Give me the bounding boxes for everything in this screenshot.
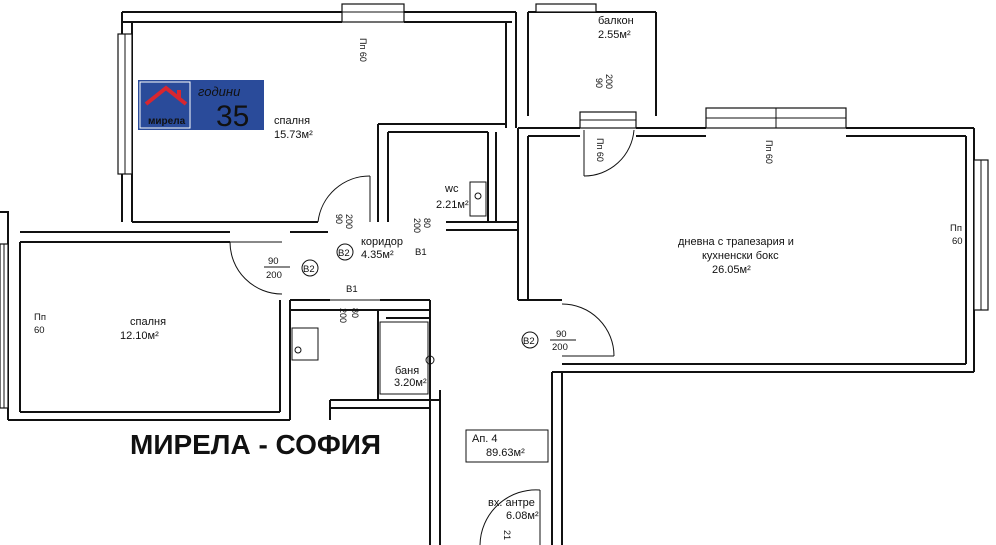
door-width-living: 90 [556,329,567,340]
door-type-circle-bedroom1 [336,243,354,261]
door-height-entrance: 21 [502,530,512,540]
room-name-living-line1: дневна с трапезария и [678,236,794,248]
door-labels: 90 200 B2 90 200 B2 B2 90 200 80 200 B1 … [264,74,614,540]
room-name-bedroom2: спалня [130,316,166,328]
logo-years-word: години [198,84,240,99]
window-size-bedroom2: 60 [34,325,45,336]
door-type-circle-living [521,331,539,349]
window-size-living-right: 60 [952,236,963,247]
door-type-bathroom: B1 [346,284,358,295]
room-name-corridor: коридор [361,236,403,248]
door-height-bedroom1: 200 [344,214,354,229]
window-labels: Пп 60 Пп 60 Пп 60 Пп 60 Пп 60 [34,38,963,336]
door-height-wc: 200 [412,218,422,233]
door-width-bedroom2: 90 [268,256,279,267]
door-living [561,303,615,357]
room-name-bathroom: баня [395,365,419,377]
window-label-living-right: Пп [950,223,962,234]
window-balcony-top [535,3,597,13]
door-type-bedroom1: B2 [338,248,350,259]
room-area-corridor: 4.35м² [361,249,394,261]
room-area-entrance: 6.08м² [506,510,539,522]
window-bedroom1-top [341,3,405,23]
window-label-bedroom1: Пп 60 [358,38,368,62]
door-size-bedroom1: 90 [334,214,344,224]
doors [229,129,635,545]
wc-fixture [469,181,487,217]
door-entrance [479,489,541,545]
window-label-bedroom2: Пп [34,312,46,323]
windows [0,3,989,409]
apartment-box [465,429,549,463]
door-balcony [583,129,635,177]
shower-fixture [379,321,429,395]
logo-years-number: 35 [216,100,249,133]
watermark-city: МИРЕЛА - СОФИЯ [130,429,381,460]
fixtures [291,181,487,395]
logo-brand: мирела [148,116,186,127]
room-area-bedroom1: 15.73м² [274,129,313,141]
window-label-balcony-door: Пп 60 [595,138,605,162]
door-type-wc: B1 [415,247,427,258]
door-type-circle-bedroom2 [301,259,319,277]
sink-fixture [291,327,319,361]
apartment-label: Ап. 4 [472,433,498,445]
door-bedroom1 [317,175,371,223]
room-area-balcony: 2.55м² [598,29,631,41]
door-width-wc: 80 [422,218,432,228]
room-name-bedroom1: спалня [274,115,310,127]
door-width-balcony: 90 [594,78,604,88]
room-name-wc: wc [444,183,459,195]
room-area-living: 26.05м² [712,264,751,276]
room-area-bathroom: 3.20м² [394,377,427,389]
room-labels: спалня 15.73м² спалня 12.10м² балкон 2.5… [120,15,794,522]
room-name-living-line2: кухненски бокс [702,250,779,262]
door-type-living: B2 [523,336,535,347]
door-height-bathroom: 200 [338,308,348,323]
room-area-bedroom2: 12.10м² [120,330,159,342]
window-label-living-top: Пп 60 [764,140,774,164]
door-type-bedroom2: B2 [303,264,315,275]
company-logo: мирела години 35 [138,80,264,133]
apartment-summary: Ап. 4 89.63м² [465,429,549,463]
door-height-balcony: 200 [604,74,614,89]
door-width-bathroom: 80 [350,308,360,318]
door-bedroom2 [229,241,283,295]
house-icon [144,85,188,106]
door-height-living: 200 [552,342,568,353]
door-height-bedroom2: 200 [266,270,282,281]
room-name-entrance: вх. антре [488,497,535,509]
walls [0,11,975,545]
room-area-wc: 2.21м² [436,199,469,211]
apartment-area: 89.63м² [486,447,525,459]
room-name-balcony: балкон [598,15,634,27]
